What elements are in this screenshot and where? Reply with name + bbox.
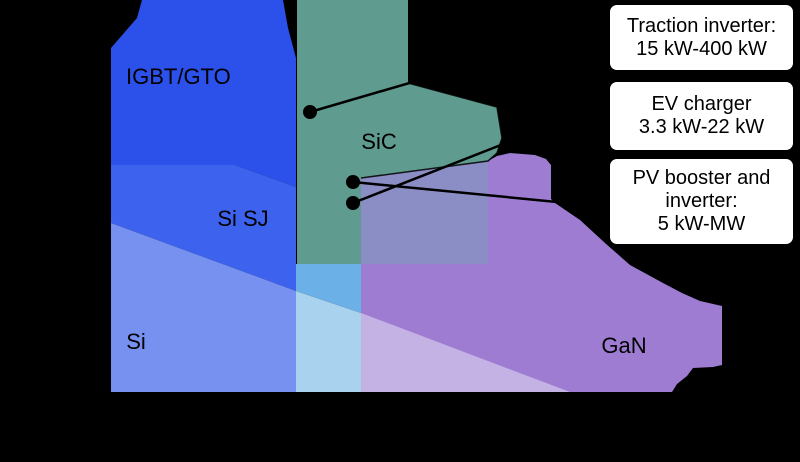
region-sic-gan-overlap <box>361 161 488 264</box>
region-si-light-band <box>296 291 361 392</box>
leader-line-pv-booster <box>352 180 609 209</box>
region-si <box>111 223 296 392</box>
callout-pv-booster-text: PV booster and inverter: 5 kW-MW <box>632 167 771 235</box>
region-label-gan: GaN <box>601 333 646 358</box>
callout-ev-charger: EV charger 3.3 kW-22 kW <box>608 80 795 152</box>
region-label-si: Si <box>126 329 146 354</box>
region-si-mid-band <box>296 264 361 313</box>
region-label-sic: SiC <box>361 129 397 154</box>
region-igbt-gto <box>111 0 296 187</box>
leader-dot-pv-booster <box>346 175 360 189</box>
callout-traction-inverter: Traction inverter: 15 kW-400 kW <box>608 3 795 72</box>
region-label-si-sj: Si SJ <box>217 206 268 231</box>
region-label-igbt-gto: IGBT/GTO <box>126 64 231 89</box>
callout-pv-booster: PV booster and inverter: 5 kW-MW <box>608 157 795 246</box>
region-gan-light-band <box>361 313 570 392</box>
region-si-sj <box>111 165 296 291</box>
callout-ev-charger-text: EV charger 3.3 kW-22 kW <box>638 93 765 138</box>
leader-line-traction-inverter <box>309 23 609 114</box>
callout-traction-inverter-text: Traction inverter: 15 kW-400 kW <box>626 14 777 60</box>
leader-dot-traction-inverter <box>303 105 317 119</box>
leader-dot-ev-charger <box>346 196 360 210</box>
